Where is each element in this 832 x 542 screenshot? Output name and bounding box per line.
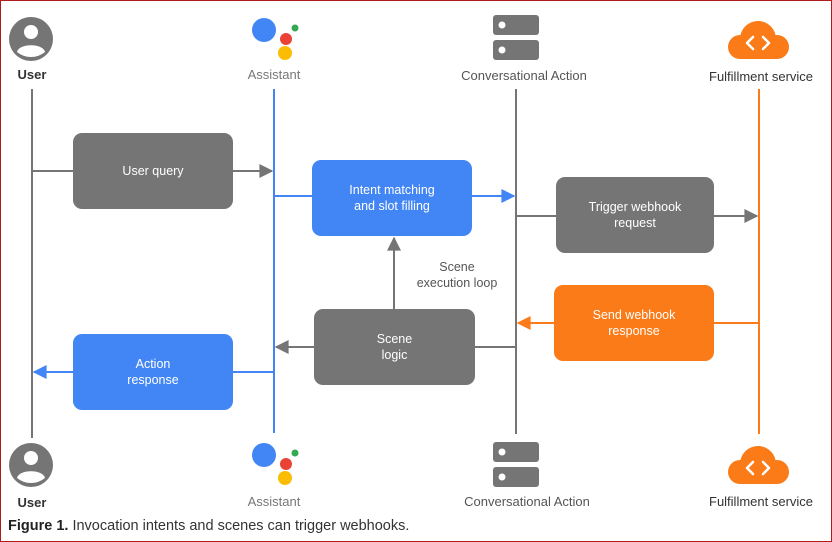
server-icon (493, 15, 539, 60)
figure-caption-text: Invocation intents and scenes can trigge… (72, 518, 410, 534)
scene-loop-label: Scene execution loop (416, 260, 498, 290)
cloud-code-icon (728, 446, 789, 484)
google-assistant-icon (252, 18, 299, 60)
send-webhook-box: Send webhook response (554, 285, 714, 361)
actor-label-fulfillment: Fulfillment service (709, 494, 814, 509)
actor-label-assistant: Assistant (247, 494, 301, 509)
trigger-webhook-box: Trigger webhook request (556, 177, 714, 253)
actor-label-conversational-action: Conversational Action (464, 494, 590, 509)
scene-logic-box: Scene logic (314, 309, 475, 385)
user-avatar-icon (9, 17, 53, 61)
actor-label-fulfillment: Fulfillment service (709, 69, 814, 84)
intent-matching-box: Intent matching and slot filling (312, 160, 472, 236)
actor-label-assistant: Assistant (247, 67, 301, 82)
server-icon (493, 442, 539, 487)
figure-caption: Figure 1. Invocation intents and scenes … (8, 518, 409, 534)
user-query-box: User query (73, 133, 233, 209)
figure-caption-label: Figure 1. (8, 518, 69, 534)
actor-label-user: User (17, 495, 47, 510)
actor-label-user: User (17, 67, 47, 82)
actor-label-conversational-action: Conversational Action (461, 68, 587, 83)
google-assistant-icon (252, 443, 299, 485)
cloud-code-icon (728, 21, 789, 59)
user-avatar-icon (9, 443, 53, 487)
action-response-box: Action response (73, 334, 233, 410)
